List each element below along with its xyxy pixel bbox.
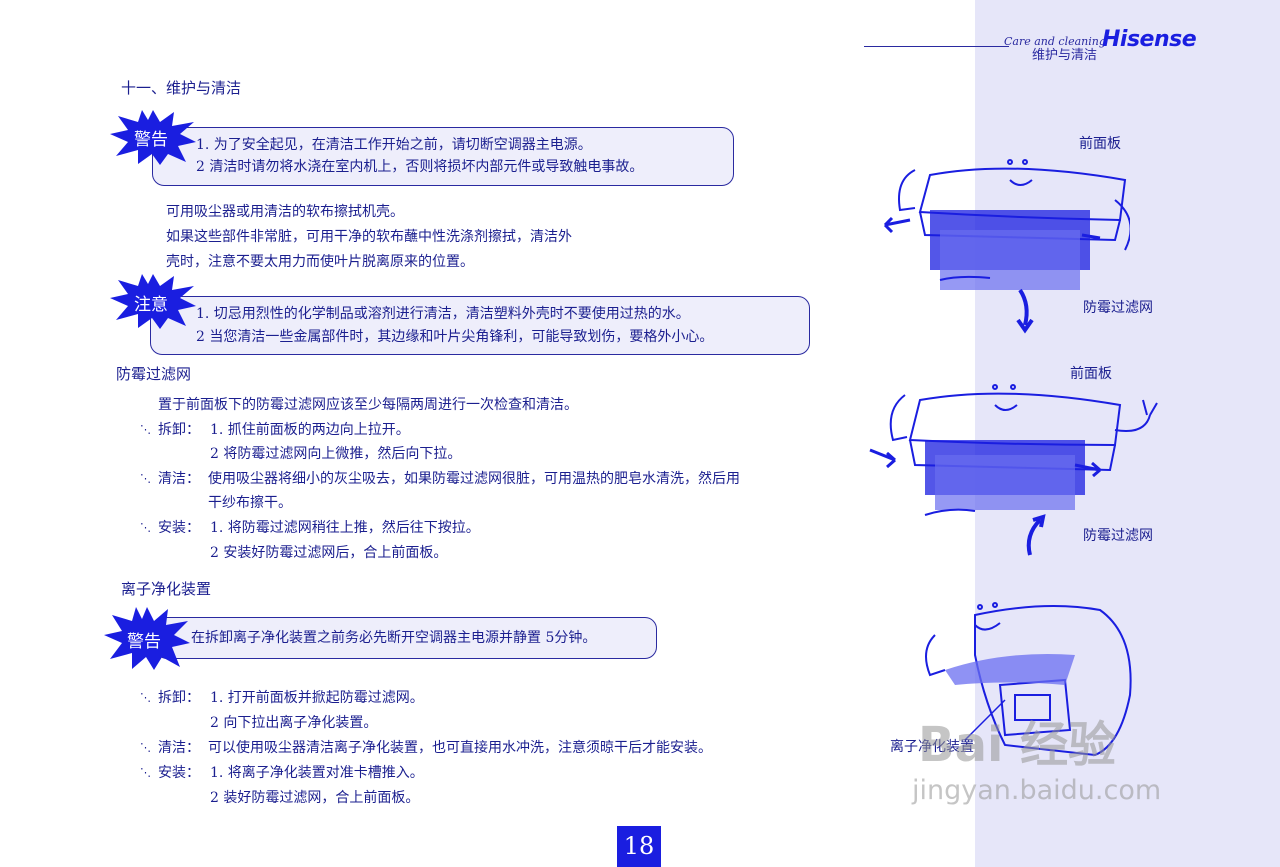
filter-clean-label: 清洁： [158,471,200,487]
ac-ion-device-illustration [925,602,1132,757]
ion-heading: 离子净化装置 [121,580,212,598]
ion-remove-step-2: 2 向下拉出离子净化装置。 [210,715,378,731]
label-ion-device: 离子净化装置 [890,739,974,755]
ion-warning-badge: 警告 [104,605,190,671]
bullet-icon: ⋱ [140,472,151,485]
label-front-panel-1: 前面板 [1079,136,1121,152]
header-english-title: Care and cleaning [1004,35,1106,48]
bullet-icon: ⋱ [140,691,151,704]
ion-warning-text: 在拆卸离子净化装置之前务必先断开空调器主电源并静置 5分钟。 [191,630,597,646]
filter-remove-label: 拆卸： [158,422,200,438]
section-title: 十一、维护与清洁 [121,79,242,97]
warning-box [152,127,734,186]
caution-line-2: 2 当您清洁一些金属部件时，其边缘和叶片尖角锋利，可能导致划伤，要格外小心。 [196,329,714,345]
page-number: 18 [617,826,661,867]
filter-remove-step-1: 1. 抓住前面板的两边向上拉开。 [210,422,410,438]
body-line-3: 壳时，注意不要太用力而使叶片脱离原来的位置。 [166,254,474,270]
header-chinese-title: 维护与清洁 [1032,48,1098,63]
body-line-2: 如果这些部件非常脏，可用干净的软布蘸中性洗涤剂擦拭，清洁外 [166,229,572,245]
caution-box [150,296,810,355]
starburst-icon [110,110,196,165]
filter-heading: 防霉过滤网 [116,365,192,383]
caution-badge: 注意 [108,272,198,330]
watermark-url: jingyan.baidu.com [912,775,1162,806]
starburst-icon [110,274,196,329]
bullet-icon: ⋱ [140,741,151,754]
ion-install-label: 安装： [158,765,200,781]
ac-filter-install-illustration [869,384,1158,556]
ion-remove-label: 拆卸： [158,690,200,706]
filter-install-label: 安装： [158,520,200,536]
filter-install-step-1: 1. 将防霉过滤网稍往上推，然后往下按拉。 [210,520,480,536]
bullet-icon: ⋱ [140,766,151,779]
ion-warning-badge-label: 警告 [127,632,161,652]
header-rule [864,46,1009,47]
warning-line-2: 2 清洁时请勿将水浇在室内机上，否则将损坏内部元件或导致触电事故。 [196,159,644,175]
label-filter-2: 防霉过滤网 [1083,528,1153,544]
ion-clean-text: 可以使用吸尘器清洁离子净化装置，也可直接用水冲洗，注意须晾干后才能安装。 [208,740,712,756]
bullet-icon: ⋱ [140,521,151,534]
ion-clean-label: 清洁： [158,740,200,756]
hisense-logo: Hisense [1102,27,1197,52]
filter-install-step-2: 2 安装好防霉过滤网后，合上前面板。 [210,545,448,561]
warning-line-1: 1. 为了安全起见，在清洁工作开始之前，请切断空调器主电源。 [196,137,592,153]
bullet-icon: ⋱ [140,423,151,436]
filter-remove-step-2: 2 将防霉过滤网向上微推，然后向下拉。 [210,446,462,462]
ion-warning-box [155,617,657,659]
label-front-panel-2: 前面板 [1070,366,1112,382]
filter-clean-line-2: 干纱布擦干。 [208,495,292,511]
caution-line-1: 1. 切忌用烈性的化学制品或溶剂进行清洁，清洁塑料外壳时不要使用过热的水。 [196,306,690,322]
ion-install-step-1: 1. 将离子净化装置对准卡槽推入。 [210,765,424,781]
warning-badge: 警告 [108,108,198,166]
right-sidebar-panel [975,0,1280,867]
ion-install-step-2: 2 装好防霉过滤网，合上前面板。 [210,790,420,806]
watermark-brand: Bai 经验 [918,717,1117,773]
starburst-icon [104,607,190,670]
warning-badge-label: 警告 [134,130,168,150]
ac-filter-removal-illustration [883,159,1130,334]
filter-clean-line-1: 使用吸尘器将细小的灰尘吸去，如果防霉过滤网很脏，可用温热的肥皂水清洗，然后用 [208,471,740,487]
label-filter-1: 防霉过滤网 [1083,300,1153,316]
body-line-1: 可用吸尘器或用清洁的软布擦拭机壳。 [166,204,404,220]
caution-badge-label: 注意 [134,295,168,315]
ion-remove-step-1: 1. 打开前面板并掀起防霉过滤网。 [210,690,424,706]
filter-intro: 置于前面板下的防霉过滤网应该至少每隔两周进行一次检查和清洁。 [158,397,578,413]
